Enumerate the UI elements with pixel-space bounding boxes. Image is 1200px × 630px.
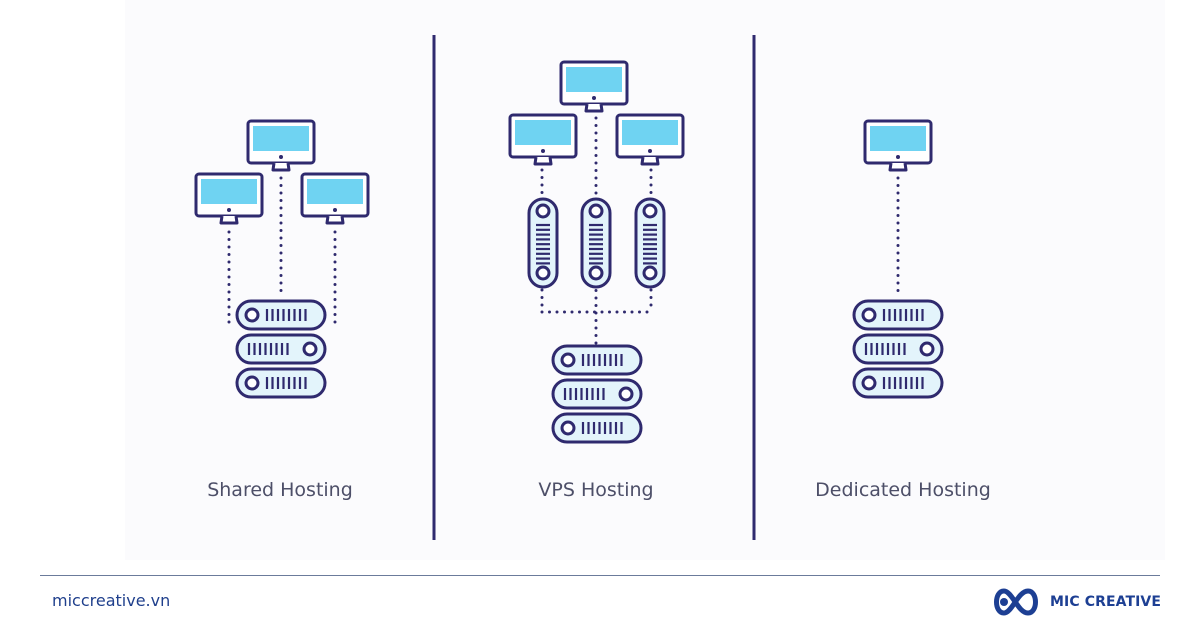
shared-monitor-left — [194, 172, 264, 225]
dedicated-server-stack-unit-3 — [852, 367, 944, 399]
vps-monitor-center — [559, 60, 629, 113]
shared-server-stack-unit-3 — [235, 367, 327, 399]
hosting-types-diagram — [194, 35, 944, 540]
brand-name: MIC CREATIVE — [1050, 594, 1162, 610]
dedicated-server-stack-unit-1 — [852, 299, 944, 331]
vps-server-stack-unit-1 — [551, 344, 643, 376]
vps-monitor-left — [508, 113, 578, 166]
dedicated-server-stack-unit-2 — [852, 333, 944, 365]
vps-server-stack-unit-2 — [551, 378, 643, 410]
infinity-logo-icon — [994, 588, 1038, 616]
caption-vps-hosting: VPS Hosting — [538, 479, 654, 501]
shared-server-stack-unit-2 — [235, 333, 327, 365]
caption-shared-hosting: Shared Hosting — [207, 479, 353, 501]
shared-monitor-right — [300, 172, 370, 225]
shared-monitor-center — [246, 119, 316, 172]
vps-server-stack-unit-3 — [551, 412, 643, 444]
caption-dedicated-hosting: Dedicated Hosting — [815, 479, 991, 501]
vps-virtual-server-right — [634, 197, 666, 289]
vps-monitor-right — [615, 113, 685, 166]
footer-divider — [40, 575, 1160, 576]
vps-virtual-server-left — [527, 197, 559, 289]
footer-website-link[interactable]: miccreative.vn — [52, 591, 171, 610]
shared-server-stack-unit-1 — [235, 299, 327, 331]
brand-logo: MIC CREATIVE — [990, 585, 1161, 619]
dedicated-monitor — [863, 119, 933, 172]
vps-virtual-server-center — [580, 197, 612, 289]
